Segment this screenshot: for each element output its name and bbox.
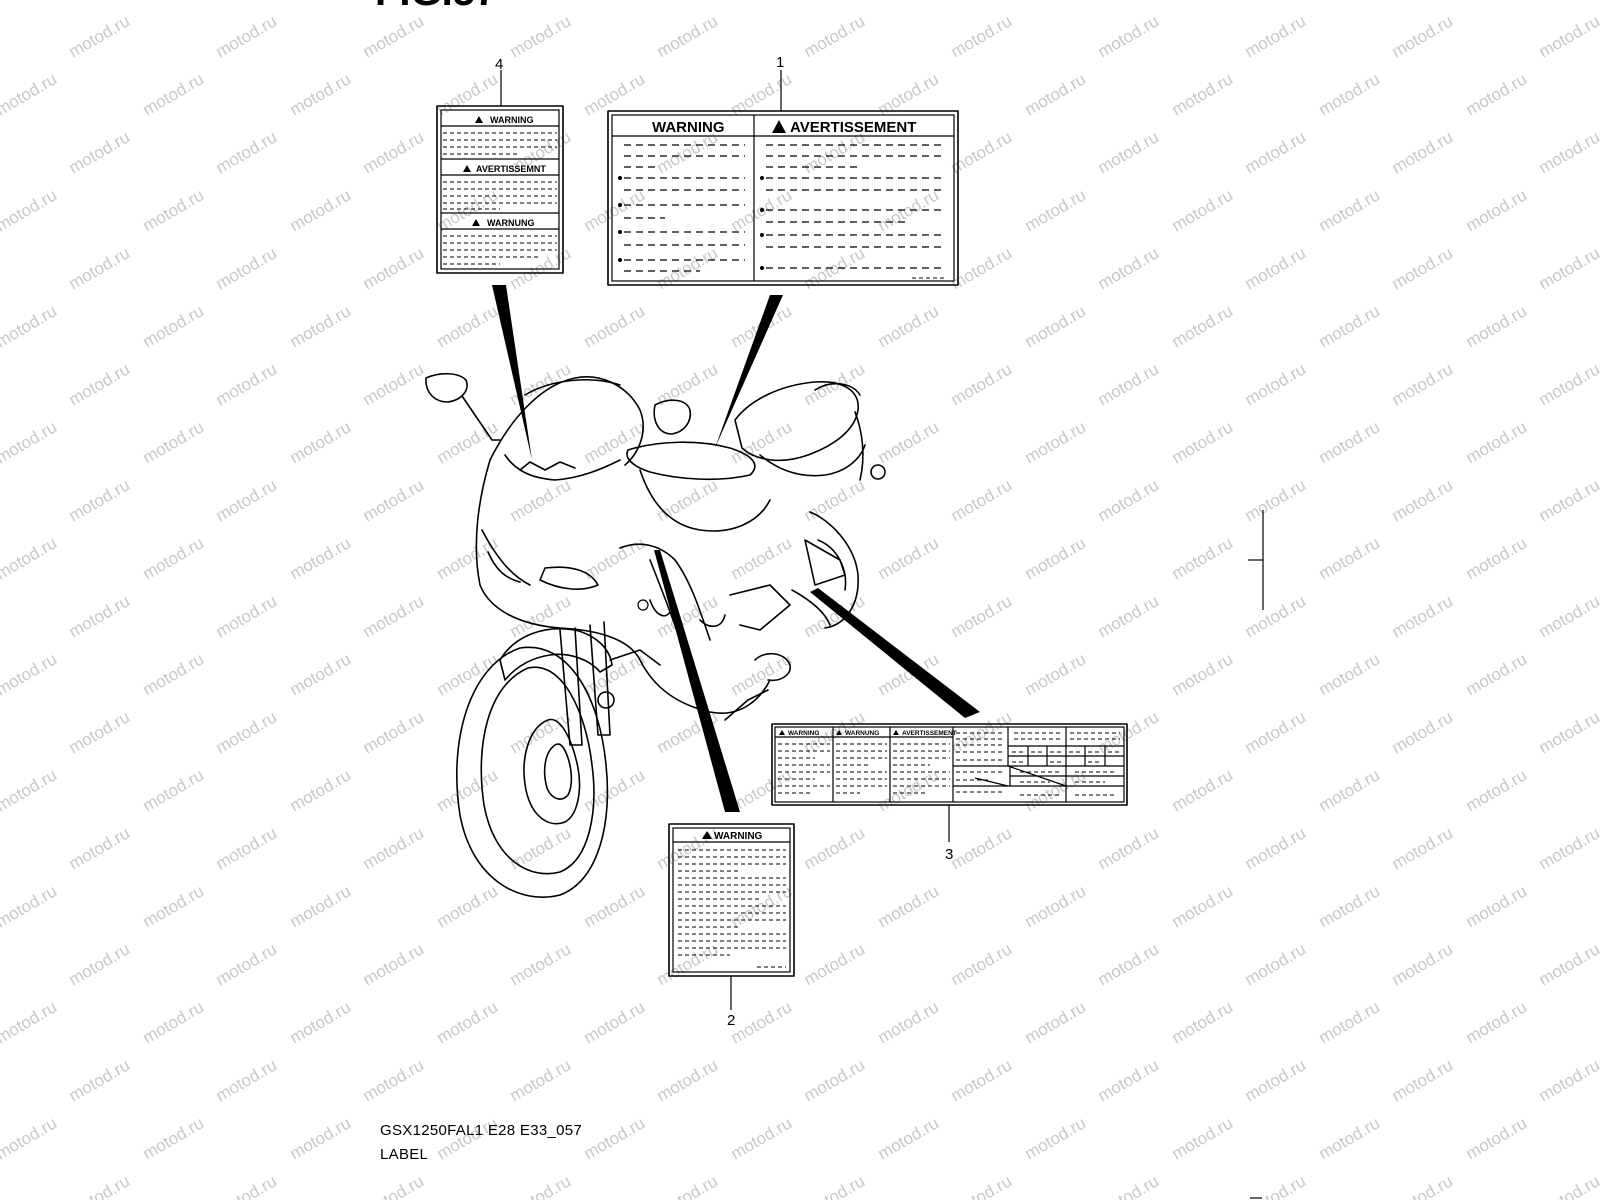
model-code: GSX1250FAL1 E28 E33_057 xyxy=(380,1122,583,1139)
label4-header1-text: WARNING xyxy=(490,115,534,125)
label1-left-text-lines xyxy=(618,144,745,272)
label1-right-text-lines xyxy=(760,144,945,279)
label-3: WARNING WARNUNG AVERTISSEMENT xyxy=(771,723,1128,806)
label4-header3-text: WARNUNG xyxy=(487,218,535,228)
label1-avertissement-text: AVERTISSEMENT xyxy=(790,119,916,136)
label2-header-text: WARNING xyxy=(714,831,763,842)
figure-title: FIG.57 xyxy=(375,0,497,15)
label3-col3-text: AVERTISSEMENT xyxy=(902,730,957,737)
label4-header2-text: AVERTISSEMNT xyxy=(476,164,546,174)
label4-header-avertissement: AVERTISSEMNT xyxy=(441,164,559,176)
pointer-label-4 xyxy=(492,285,532,460)
label3-col2-text: WARNUNG xyxy=(845,730,879,737)
pointer-label-3 xyxy=(810,588,980,718)
label1-warning-text: WARNING xyxy=(652,119,725,136)
motorcycle-drawing xyxy=(425,372,886,898)
label-2: WARNING xyxy=(668,823,795,977)
label-4: WARNING AVERTISSEMNT WARNUNG xyxy=(436,105,564,274)
part-name: LABEL xyxy=(380,1146,429,1163)
label-1: WARNING AVERTISSEMENT xyxy=(607,110,959,286)
label4-header-warnung: WARNUNG xyxy=(441,218,559,230)
callout-3: 3 xyxy=(945,846,954,863)
callout-1: 1 xyxy=(776,54,785,71)
label3-col1-text: WARNING xyxy=(788,730,819,737)
label4-header-warning: WARNING xyxy=(441,115,559,127)
callout-4: 4 xyxy=(495,56,504,73)
label3-text-lines xyxy=(778,743,950,794)
pointer-label-1 xyxy=(715,295,783,448)
callout-2: 2 xyxy=(727,1012,736,1029)
